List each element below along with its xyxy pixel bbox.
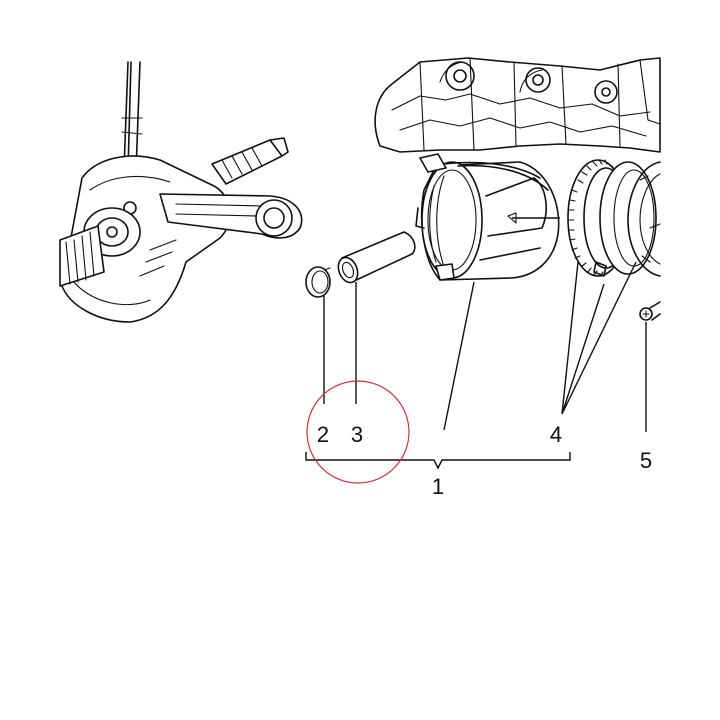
callout-2: 2 bbox=[317, 422, 329, 447]
circlip bbox=[305, 266, 331, 298]
piston-rings bbox=[567, 159, 661, 277]
kit-bracket bbox=[305, 452, 571, 470]
piston-pin bbox=[337, 231, 416, 284]
crankcase-housing bbox=[374, 57, 661, 153]
crankshaft-conrod-assembly bbox=[59, 61, 303, 323]
screw bbox=[639, 301, 661, 321]
callout-1: 1 bbox=[432, 474, 444, 499]
callout-4: 4 bbox=[550, 422, 562, 447]
highlight-circle bbox=[306, 380, 410, 484]
piston bbox=[415, 153, 560, 281]
callout-3: 3 bbox=[351, 422, 363, 447]
callout-5: 5 bbox=[640, 448, 652, 473]
leader-lines bbox=[323, 261, 647, 432]
